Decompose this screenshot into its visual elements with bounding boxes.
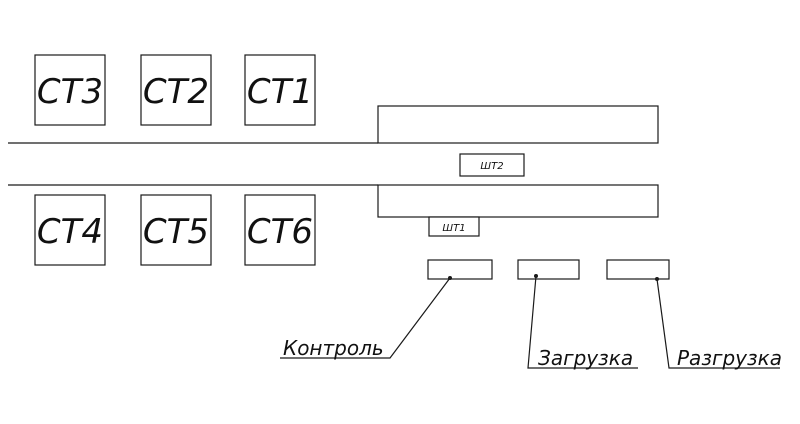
station-st1-box <box>244 54 316 126</box>
unloading-callout-label: Разгрузка <box>677 346 782 370</box>
unloading-station-box <box>606 259 670 280</box>
loading-callout-label: Загрузка <box>538 346 633 370</box>
loading-leader-line <box>527 275 638 369</box>
station-st4-box <box>34 194 106 266</box>
station-st3-box <box>34 54 106 126</box>
station-st5-box <box>140 194 212 266</box>
station-st4: СТ4 <box>34 194 106 266</box>
shuttle-sht2: ШТ2 <box>459 153 525 177</box>
station-st3-label: СТ3 <box>37 72 103 112</box>
control-callout-label: Контроль <box>283 336 384 360</box>
shuttle-sht1-box <box>428 216 480 237</box>
shuttle-sht2-box <box>459 153 525 177</box>
shuttle-sht1: ШТ1 <box>428 216 480 237</box>
station-st2-box <box>140 54 212 126</box>
station-st1: СТ1 <box>244 54 316 126</box>
station-st6-label: СТ6 <box>247 212 313 252</box>
station-st2: СТ2 <box>140 54 212 126</box>
unloading-leader-line <box>656 278 780 369</box>
station-st5-label: СТ5 <box>143 212 209 252</box>
shuttle-sht1-label: ШТ1 <box>442 223 465 234</box>
shuttle-sht2-label: ШТ2 <box>480 161 503 172</box>
station-st1-label: СТ1 <box>247 72 313 112</box>
loading-station-box <box>517 259 580 280</box>
rail-upper <box>377 105 659 144</box>
control-station-box <box>427 259 493 280</box>
station-st3: СТ3 <box>34 54 106 126</box>
station-st5: СТ5 <box>140 194 212 266</box>
station-st4-label: СТ4 <box>37 212 103 252</box>
station-st6: СТ6 <box>244 194 316 266</box>
control-leader-line <box>280 277 451 359</box>
station-st6-box <box>244 194 316 266</box>
rail-lower <box>377 184 659 218</box>
station-st2-label: СТ2 <box>143 72 209 112</box>
